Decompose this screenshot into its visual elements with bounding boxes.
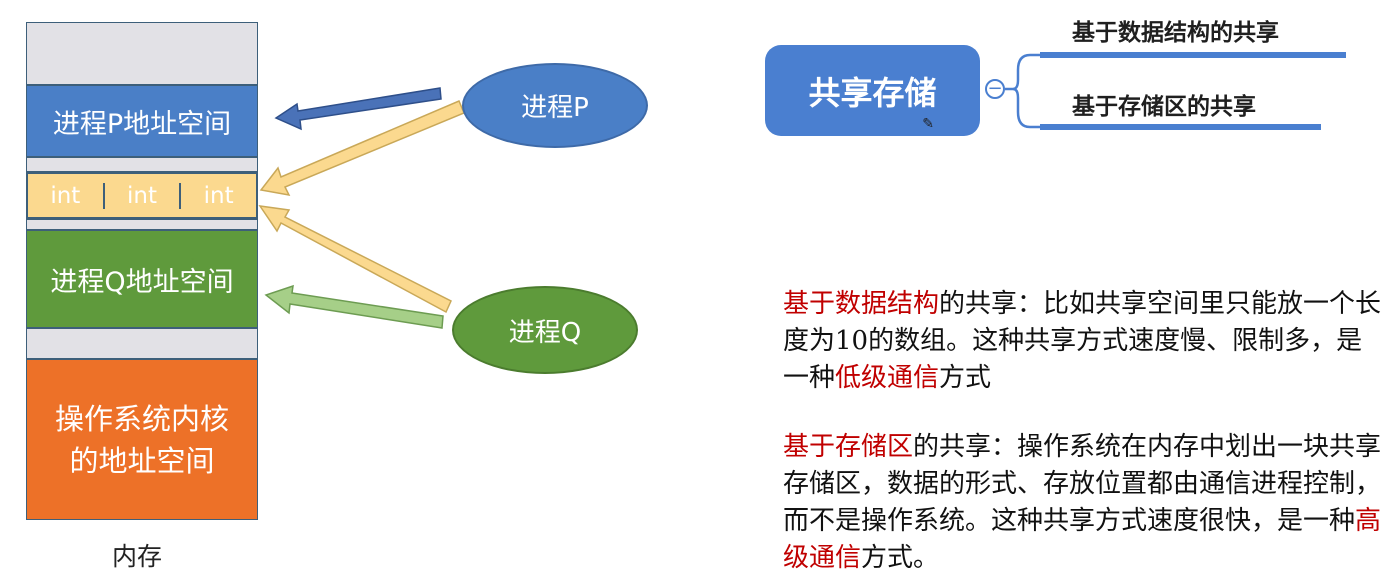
term-low-level-comm: 低级通信 <box>835 363 940 393</box>
os-kernel-label-line2: 的地址空间 <box>69 443 215 478</box>
description-data-structure: 基于数据结构的共享：比如共享空间里只能放一个长度为10的数组。这种共享方式速度慢… <box>783 286 1383 397</box>
process-q-address-space: 进程Q地址空间 <box>26 230 258 328</box>
term-high-level-comm: 高级通信 <box>783 506 1382 573</box>
mindmap-branch-storage-area[interactable]: 基于存储区的共享 <box>1072 94 1256 120</box>
os-kernel-label-line1: 操作系统内核 <box>54 401 229 436</box>
process-p-label: 进程P <box>521 93 589 123</box>
os-kernel-address-space: 操作系统内核 的地址空间 <box>26 359 258 520</box>
term-storage-area: 基于存储区 <box>783 432 914 462</box>
branch-underline <box>1040 124 1321 130</box>
edit-pencil-icon[interactable]: ✎ <box>922 116 934 132</box>
desc-text: 方式。 <box>861 543 940 573</box>
term-data-structure: 基于数据结构 <box>783 289 940 319</box>
process-q-label: 进程Q <box>508 317 582 348</box>
mindmap-root-node[interactable]: 共享存储 ✎ <box>765 45 980 136</box>
shared-data-structure: int int int <box>26 172 258 219</box>
process-p-address-space-label: 进程P地址空间 <box>52 108 232 140</box>
desc-text: 方式 <box>939 363 992 393</box>
mindmap-connector <box>1005 53 1045 91</box>
shared-int-cell: int <box>28 182 105 209</box>
memory-free-gap-3 <box>26 328 258 359</box>
mindmap-root-label: 共享存储 <box>808 73 937 112</box>
process-p-address-space: 进程P地址空间 <box>26 85 258 157</box>
arrow-p-to-p-space <box>274 87 442 131</box>
desc-text: 的共享：操作系统在内存中划出一块共享存储区，数据的形式、存放位置都由通信进程控制… <box>783 432 1382 536</box>
desc-text: 的共享：比如共享空间里只能放一个长度为10的数组。这种共享方式速度慢、限制多，是… <box>783 289 1382 393</box>
shared-int-cell: int <box>105 182 182 209</box>
arrow-q-to-shared <box>258 205 452 314</box>
description-storage-area: 基于存储区的共享：操作系统在内存中划出一块共享存储区，数据的形式、存放位置都由通… <box>783 429 1383 577</box>
process-q-address-space-label: 进程Q地址空间 <box>50 266 234 298</box>
arrow-q-to-q-space <box>264 284 444 329</box>
shared-int-cell: int <box>203 182 234 209</box>
memory-free-gap-2 <box>26 219 258 230</box>
process-q-node: 进程Q <box>452 286 638 374</box>
collapse-minus-icon[interactable]: − <box>985 79 1005 99</box>
memory-caption: 内存 <box>112 542 163 571</box>
mindmap-connector <box>1012 87 1045 129</box>
memory-free-top <box>26 22 258 85</box>
process-p-node: 进程P <box>462 63 648 148</box>
mindmap-branch-data-structure[interactable]: 基于数据结构的共享 <box>1072 20 1279 46</box>
memory-free-gap-1 <box>26 157 258 172</box>
arrow-p-to-shared <box>259 100 465 197</box>
branch-underline <box>1040 52 1346 58</box>
